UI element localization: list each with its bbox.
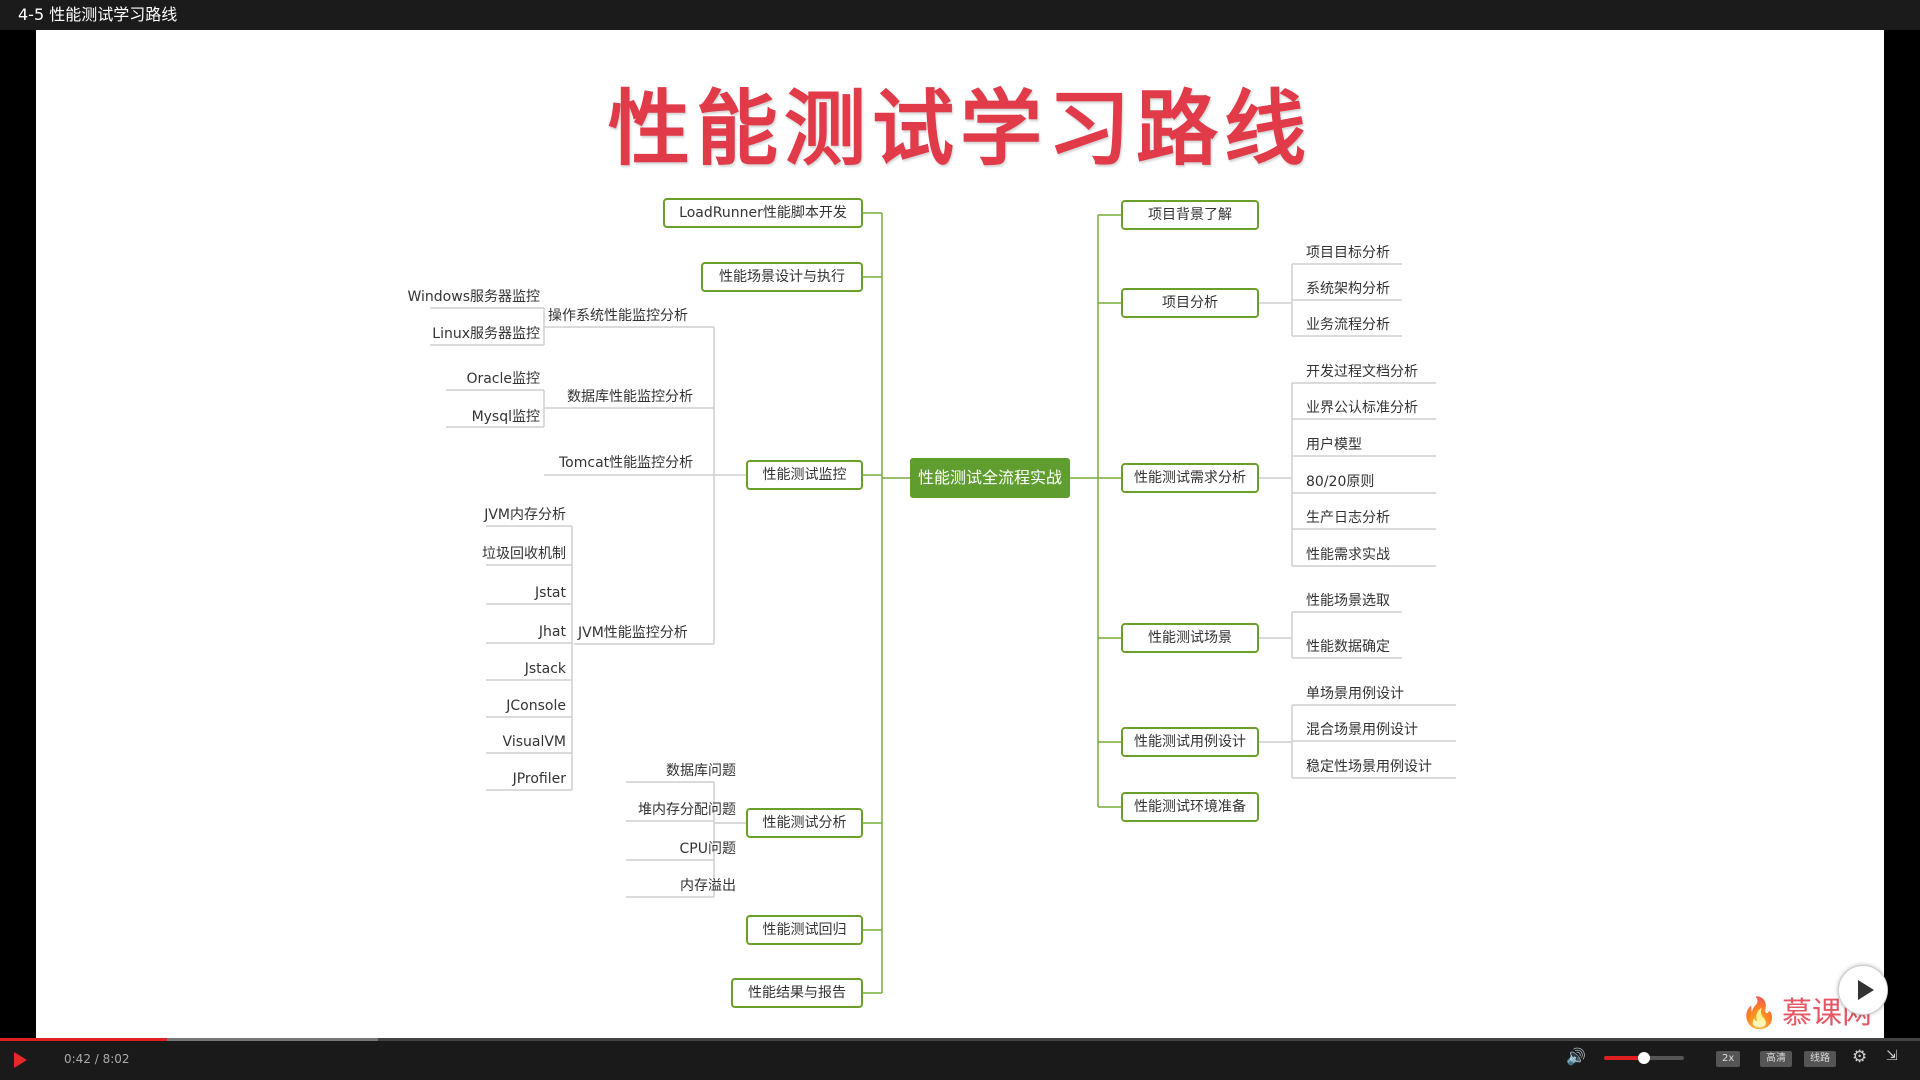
leaf-stability-case: 稳定性场景用例设计 [1306,759,1432,775]
leaf-gc: 垃圾回收机制 [482,546,566,562]
leaf-jstat: Jstat [535,585,566,601]
leaf-linux: Linux服务器监控 [432,326,540,342]
line-button[interactable]: 线路 [1804,1051,1836,1067]
video-frame[interactable]: 性能测试学习路线 性能测试全流程实战 LoadRunner性能脚本开发 性能场景… [36,30,1884,1038]
leaf-business-flow: 业务流程分析 [1306,317,1390,333]
mindmap-center-node: 性能测试全流程实战 [910,458,1070,498]
window-title-bar: 4-5 性能测试学习路线 [0,0,1920,30]
leaf-system-arch: 系统架构分析 [1306,281,1390,297]
leaf-mysql: Mysql监控 [471,409,540,425]
leaf-single-case: 单场景用例设计 [1306,686,1404,702]
progress-played [0,1038,168,1041]
leaf-windows: Windows服务器监控 [407,289,541,305]
leaf-data-determine: 性能数据确定 [1306,639,1390,655]
node-analysis: 性能测试分析 [746,808,863,838]
leaf-heap-problem: 堆内存分配问题 [638,802,736,818]
volume-slider[interactable] [1604,1052,1684,1064]
leaf-db-problem: 数据库问题 [666,763,736,779]
speed-button[interactable]: 2x [1716,1051,1741,1067]
volume-icon[interactable]: 🔊 [1566,1047,1586,1066]
leaf-jconsole: JConsole [506,698,566,714]
right-black-bar [1884,30,1920,1038]
node-scene: 性能测试场景 [1121,623,1259,653]
player-control-bar: 0:42 / 8:02 🔊 2x 高清 线路 ⚙ ⇲ [0,1038,1920,1080]
node-monitor: 性能测试监控 [746,460,863,490]
slide-title: 性能测试学习路线 [607,82,1312,177]
play-overlay-button[interactable] [1838,965,1888,1015]
leaf-requirement-practice: 性能需求实战 [1306,547,1390,563]
play-button[interactable] [14,1052,27,1068]
progress-buffered [0,1038,379,1041]
leaf-jvm-memory: JVM内存分析 [484,507,566,523]
leaf-oracle: Oracle监控 [466,371,540,387]
volume-knob[interactable] [1638,1052,1650,1064]
quality-button[interactable]: 高清 [1760,1051,1792,1067]
node-case-design: 性能测试用例设计 [1121,727,1259,757]
node-requirement: 性能测试需求分析 [1121,463,1259,493]
flame-icon: 🔥 [1740,996,1778,1031]
mindmap-connectors [430,212,1456,994]
leaf-dev-docs: 开发过程文档分析 [1306,364,1418,380]
node-loadrunner: LoadRunner性能脚本开发 [663,198,863,228]
node-db-monitor: 数据库性能监控分析 [567,389,693,405]
leaf-project-goal: 项目目标分析 [1306,245,1390,261]
node-jvm-monitor: JVM性能监控分析 [578,625,688,641]
node-env: 性能测试环境准备 [1121,792,1259,822]
leaf-jstack: Jstack [524,661,566,677]
leaf-industry-standard: 业界公认标准分析 [1306,400,1418,416]
fullscreen-icon[interactable]: ⇲ [1886,1048,1898,1064]
node-report: 性能结果与报告 [731,978,863,1008]
leaf-mixed-case: 混合场景用例设计 [1306,722,1418,738]
leaf-memory-overflow: 内存溢出 [680,878,736,894]
node-scene-design: 性能场景设计与执行 [701,262,863,292]
progress-bar[interactable] [0,1038,1920,1041]
leaf-prod-logs: 生产日志分析 [1306,510,1390,526]
leaf-visualvm: VisualVM [502,734,566,750]
node-os-monitor: 操作系统性能监控分析 [548,308,688,324]
leaf-jhat: Jhat [538,624,566,640]
volume-level [1604,1056,1644,1060]
time-display: 0:42 / 8:02 [64,1052,130,1066]
leaf-scene-select: 性能场景选取 [1306,593,1390,609]
leaf-user-model: 用户模型 [1306,437,1362,453]
leaf-jprofiler: JProfiler [512,771,566,787]
window-title: 4-5 性能测试学习路线 [18,5,178,24]
node-project-analysis: 项目分析 [1121,288,1259,318]
node-regression: 性能测试回归 [746,915,863,945]
gear-icon[interactable]: ⚙ [1852,1047,1868,1067]
leaf-80-20: 80/20原则 [1306,474,1375,490]
node-tomcat: Tomcat性能监控分析 [559,455,694,471]
node-background: 项目背景了解 [1121,200,1259,230]
leaf-cpu-problem: CPU问题 [679,841,736,857]
